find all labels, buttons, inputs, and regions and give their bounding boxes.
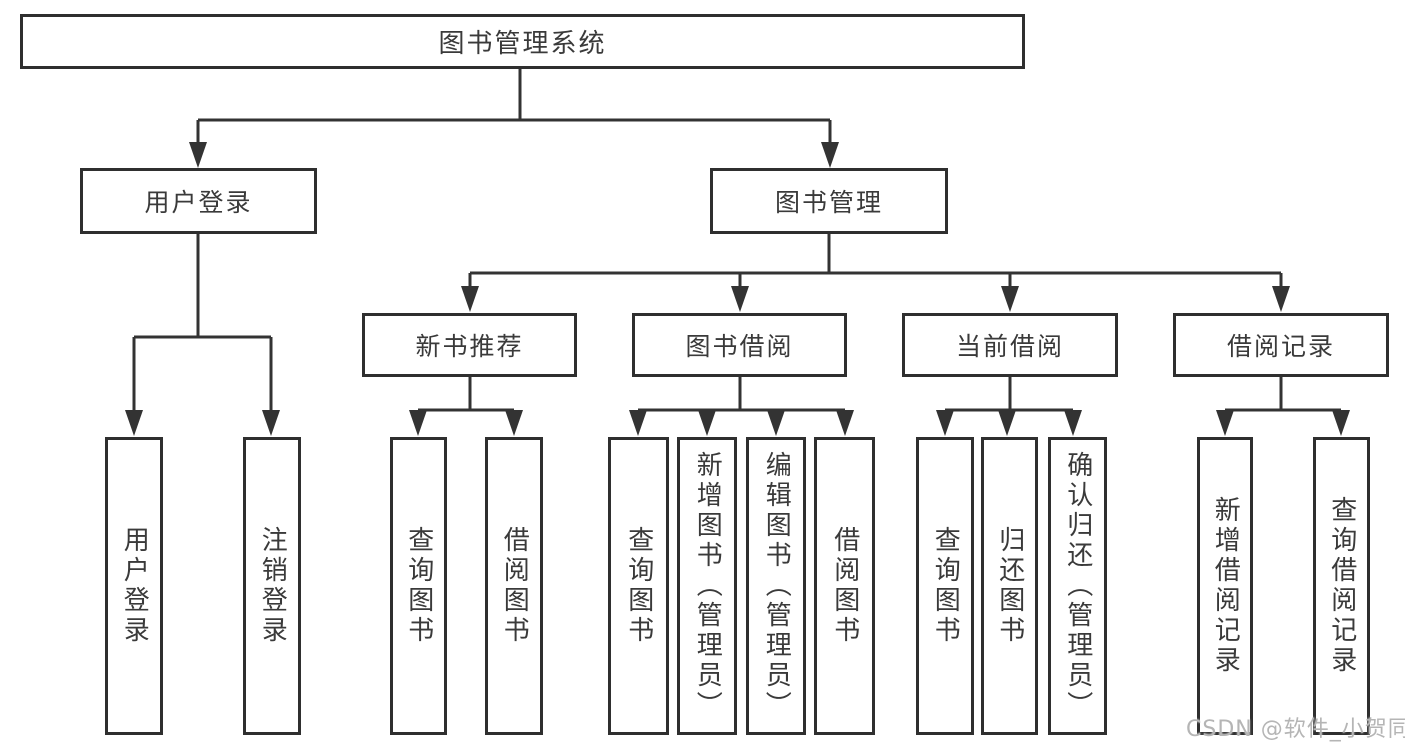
node-label: 借阅记录: [1226, 332, 1335, 361]
node-label: 图书管理: [774, 188, 883, 217]
leaf-label: 确认归还（管理员）: [1062, 451, 1093, 721]
leaf-label: 借阅图书: [499, 526, 530, 646]
node-book-borrow: 图书借阅: [632, 313, 847, 377]
node-library-management-system: 图书管理系统: [20, 14, 1025, 69]
leaf-label: 编辑图书（管理员）: [761, 451, 792, 721]
leaf-query-books-3: 查询图书: [916, 437, 974, 735]
leaf-label: 新增图书（管理员）: [692, 451, 723, 721]
leaf-label: 查询借阅记录: [1326, 496, 1357, 676]
leaf-query-books-2: 查询图书: [608, 437, 669, 735]
leaf-label: 查询图书: [930, 526, 961, 646]
leaf-label: 用户登录: [119, 526, 150, 646]
leaf-label: 借阅图书: [829, 526, 860, 646]
node-new-book-recommend: 新书推荐: [362, 313, 577, 377]
node-book-management: 图书管理: [710, 168, 948, 234]
node-label: 当前借阅: [955, 332, 1064, 361]
leaf-logout: 注销登录: [243, 437, 301, 735]
leaf-borrow-books-1: 借阅图书: [485, 437, 543, 735]
csdn-watermark: CSDN @软件_小贺同学: [1186, 717, 1405, 742]
leaf-label: 新增借阅记录: [1210, 496, 1241, 676]
leaf-edit-books-admin: 编辑图书（管理员）: [746, 437, 806, 735]
leaf-label: 查询图书: [403, 526, 434, 646]
leaf-query-borrow-record: 查询借阅记录: [1313, 437, 1370, 735]
leaf-label: 查询图书: [623, 526, 654, 646]
leaf-confirm-return-admin: 确认归还（管理员）: [1048, 437, 1107, 735]
node-user-login: 用户登录: [80, 168, 317, 234]
node-label: 新书推荐: [415, 332, 524, 361]
node-label: 用户登录: [144, 188, 253, 217]
node-label: 图书管理系统: [438, 29, 607, 59]
node-borrow-records: 借阅记录: [1173, 313, 1389, 377]
leaf-query-books-1: 查询图书: [390, 437, 447, 735]
leaf-label: 归还图书: [994, 526, 1025, 646]
node-current-borrow: 当前借阅: [902, 313, 1118, 377]
node-label: 图书借阅: [685, 332, 794, 361]
leaf-add-books-admin: 新增图书（管理员）: [677, 437, 737, 735]
leaf-user-login: 用户登录: [105, 437, 163, 735]
leaf-return-books: 归还图书: [981, 437, 1038, 735]
leaf-label: 注销登录: [257, 526, 288, 646]
leaf-borrow-books-2: 借阅图书: [814, 437, 875, 735]
leaf-add-borrow-record: 新增借阅记录: [1197, 437, 1253, 735]
